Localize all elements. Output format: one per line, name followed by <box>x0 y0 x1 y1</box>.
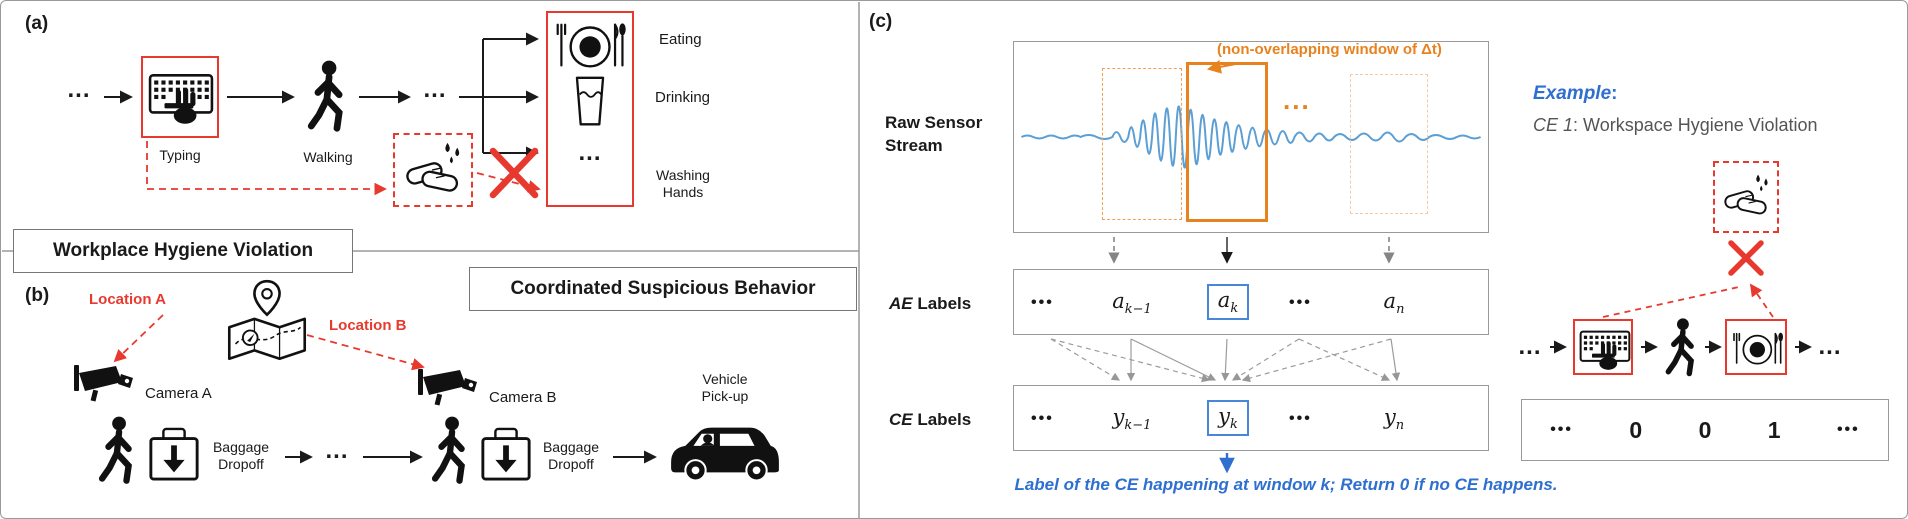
walking-person-b-icon <box>429 415 473 487</box>
panel-b-ellipsis: ... <box>325 437 349 464</box>
drinking-glass-icon <box>571 75 609 129</box>
ae-label-k-box: ak <box>1207 284 1249 320</box>
panel-b-caption-box: Coordinated Suspicious Behavior <box>469 267 857 311</box>
ae-label-n: an <box>1383 289 1405 318</box>
eating-drinking-box: ... <box>546 11 634 207</box>
camera-a-label: Camera A <box>145 385 212 402</box>
example-plate-icon <box>1731 331 1785 367</box>
panel-a-tag: (a) <box>25 13 49 34</box>
example-ellipsis-left: ... <box>1518 333 1542 360</box>
vehicle-pickup-label: Vehicle Pick-up <box>701 371 749 404</box>
example-eating-box <box>1725 319 1787 375</box>
binary-value-0b: 0 <box>1698 416 1712 443</box>
example-title: Example: <box>1533 83 1618 104</box>
panel-c-tag: (c) <box>869 11 893 32</box>
baggage-dropoff-a-icon <box>147 427 201 483</box>
ae-dots-left: ••• <box>1031 294 1054 311</box>
example-ellipsis-right: ... <box>1818 333 1842 360</box>
panel-a-caption-box: Workplace Hygiene Violation <box>13 229 353 273</box>
panel-b-caption: Coordinated Suspicious Behavior <box>510 278 816 299</box>
binary-value-1: 1 <box>1767 416 1781 443</box>
map-pin-icon <box>223 279 311 363</box>
ce-dots-mid: ••• <box>1289 410 1312 427</box>
keyboard-typing-icon <box>148 72 214 124</box>
example-binary-output-box: ••• 0 0 1 ••• <box>1521 399 1889 461</box>
ce-label-n: yn <box>1383 405 1405 434</box>
sensor-waveform <box>1020 105 1482 169</box>
vehicle-pickup-car-icon <box>665 419 785 485</box>
typing-label: Typing <box>159 147 201 163</box>
ce-output-caption: Label of the CE happening at window k; R… <box>1014 475 1558 494</box>
binary-dots-right: ••• <box>1836 421 1860 438</box>
baggage-dropoff-b-label: Baggage Dropoff <box>542 439 600 472</box>
stream-to-ae-arrows <box>1108 237 1395 264</box>
binary-dots-left: ••• <box>1550 421 1573 438</box>
panel-a-ellipsis-mid: ... <box>423 76 447 103</box>
location-a-label: Location A <box>89 291 166 308</box>
walking-person-a-icon <box>96 415 140 487</box>
baggage-dropoff-a-label: Baggage Dropoff <box>212 439 270 472</box>
window-dashed-right <box>1350 74 1428 214</box>
example-typing-box <box>1573 319 1633 375</box>
baggage-dropoff-b-icon <box>479 427 533 483</box>
ce-label-k: yk <box>1218 403 1238 433</box>
example-keyboard-icon <box>1579 329 1631 370</box>
ce-dots-left: ••• <box>1031 410 1054 427</box>
panel-a-caption: Workplace Hygiene Violation <box>52 240 314 261</box>
location-b-label: Location B <box>329 317 407 334</box>
raw-sensor-stream-panel <box>1013 41 1489 233</box>
example-washing-hands-box <box>1713 161 1779 233</box>
washing-hands-box <box>393 133 473 207</box>
ce-label-k-box: yk <box>1207 400 1249 436</box>
example-red-cross-icon <box>1728 240 1764 276</box>
camera-a-icon <box>71 363 137 407</box>
example-violation-arrows <box>1602 283 1774 318</box>
ce-label-k-minus-1: yk−1 <box>1112 405 1152 434</box>
washing-hands-label: Washing Hands <box>656 167 710 200</box>
panel-a-ellipsis-start: ... <box>67 76 91 103</box>
red-cross-icon <box>489 147 539 199</box>
camera-b-icon <box>415 367 481 411</box>
ce-labels-title: CE Labels <box>889 410 972 429</box>
raw-sensor-stream-label: Raw Sensor Stream <box>885 113 983 155</box>
wave-ellipsis: ... <box>1283 85 1311 115</box>
walking-person-icon <box>305 59 351 135</box>
window-dashed-left <box>1102 68 1182 220</box>
ae-to-ce-arrows <box>1050 338 1401 383</box>
ae-label-k-minus-1: ak−1 <box>1112 289 1152 318</box>
panel-a-ellipsis-box: ... <box>578 139 602 166</box>
example-walking-person-icon <box>1663 317 1701 379</box>
ae-label-k: ak <box>1217 287 1239 317</box>
typing-activity-box <box>141 56 219 138</box>
ae-dots-mid: ••• <box>1289 294 1312 311</box>
panel-b-tag: (b) <box>25 285 50 306</box>
eating-label: Eating <box>659 31 702 48</box>
ae-labels-panel <box>1013 269 1489 335</box>
example-ce1-label: CE 1: Workspace Hygiene Violation <box>1533 115 1818 135</box>
window-note: (non-overlapping window of Δt) <box>1217 41 1442 58</box>
ae-labels-title: AE Labels <box>889 294 972 313</box>
window-current <box>1186 62 1268 222</box>
walking-label: Walking <box>303 149 353 165</box>
plate-cutlery-icon <box>554 21 628 71</box>
camera-b-label: Camera B <box>489 389 557 406</box>
ce-labels-panel <box>1013 385 1489 451</box>
binary-value-0a: 0 <box>1629 416 1643 443</box>
example-washing-hands-icon <box>1721 173 1773 222</box>
drinking-label: Drinking <box>655 89 711 106</box>
washing-hands-icon <box>401 141 467 201</box>
